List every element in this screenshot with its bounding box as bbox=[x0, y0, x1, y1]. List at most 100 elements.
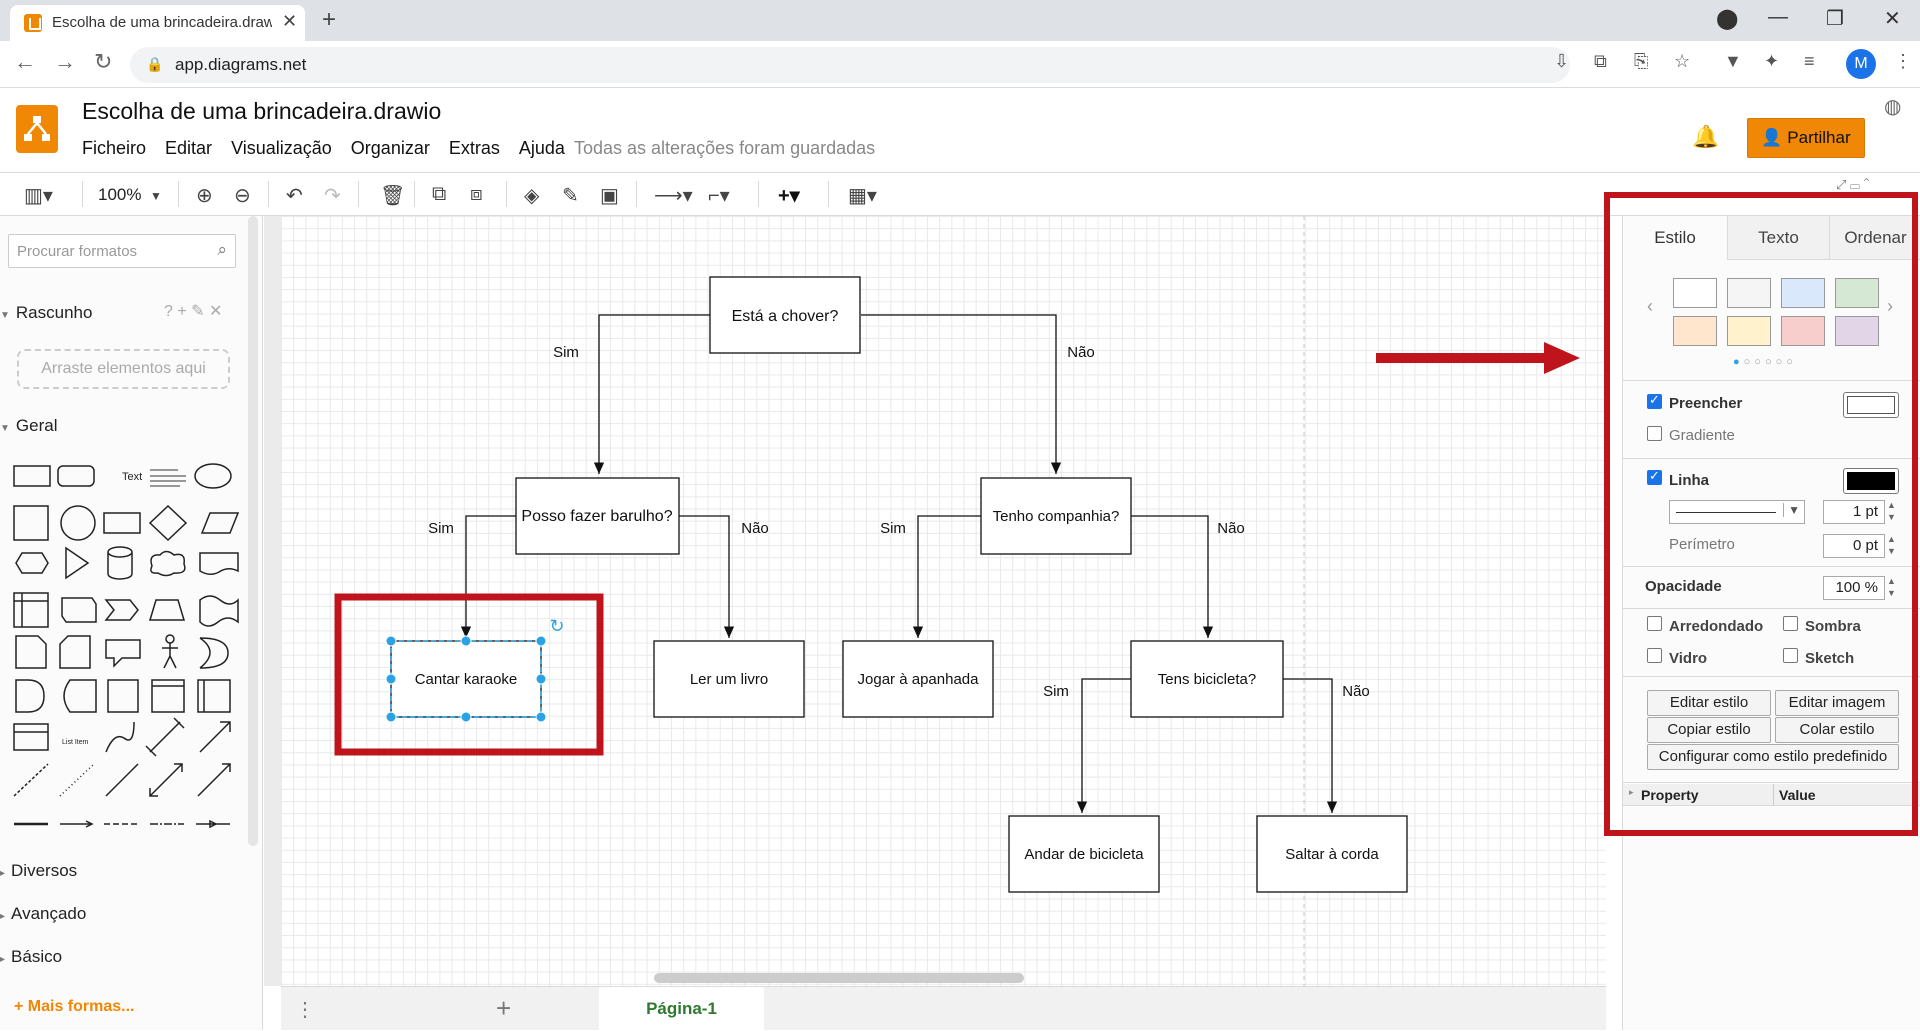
tab-arrange[interactable]: Ordenar bbox=[1829, 216, 1920, 260]
selection-handles[interactable]: ↻ bbox=[385, 616, 565, 723]
shape-textbox[interactable] bbox=[150, 469, 186, 487]
edge-barulho-sim[interactable] bbox=[460, 515, 516, 638]
shape-cloud[interactable] bbox=[150, 550, 186, 577]
perimeter-spinner-icon[interactable]: ▲▼ bbox=[1887, 534, 1896, 556]
sidebar-scrollbar[interactable] bbox=[248, 216, 258, 846]
shape-parallelogram[interactable] bbox=[200, 512, 240, 534]
shape-text[interactable]: Text bbox=[122, 471, 142, 483]
shape-search-input[interactable]: Procurar formatos ⌕ bbox=[8, 234, 236, 268]
to-front-icon[interactable]: ⧉ bbox=[432, 183, 447, 205]
minimize-icon[interactable]: — bbox=[1768, 6, 1788, 28]
shape-card[interactable] bbox=[59, 635, 91, 669]
copy-style-button[interactable]: Copiar estilo bbox=[1647, 717, 1771, 743]
close-tab-icon[interactable]: ✕ bbox=[282, 11, 298, 31]
shape-and[interactable] bbox=[15, 679, 45, 713]
tab-text[interactable]: Texto bbox=[1727, 216, 1829, 260]
node-andar[interactable] bbox=[1008, 815, 1160, 893]
menu-file[interactable]: Ficheiro bbox=[82, 138, 147, 158]
expand-icon[interactable]: ▸ bbox=[1629, 787, 1634, 797]
shape-vertical-container[interactable] bbox=[197, 679, 231, 713]
reading-list-icon[interactable]: ≡ bbox=[1804, 51, 1815, 71]
line-checkbox[interactable] bbox=[1647, 468, 1662, 485]
swatch-next-icon[interactable]: › bbox=[1887, 296, 1893, 316]
user-avatar[interactable]: M bbox=[1846, 49, 1876, 79]
canvas-horizontal-scrollbar[interactable] bbox=[654, 973, 1024, 983]
edit-style-button[interactable]: Editar estilo bbox=[1647, 690, 1771, 716]
document-title[interactable]: Escolha de uma brincadeira.drawio bbox=[82, 98, 442, 124]
menu-view[interactable]: Visualização bbox=[231, 138, 332, 158]
tab-style[interactable]: Estilo bbox=[1623, 216, 1727, 260]
zoom-out-icon[interactable]: ⊖ bbox=[234, 185, 251, 207]
shape-ellipse[interactable] bbox=[194, 463, 232, 489]
basic-section[interactable]: ▸Básico bbox=[0, 947, 62, 967]
line-color-picker[interactable] bbox=[1843, 468, 1899, 494]
shape-cylinder[interactable] bbox=[107, 546, 133, 580]
style-swatch-green[interactable] bbox=[1835, 278, 1879, 308]
line-color-icon[interactable]: ✎ bbox=[562, 185, 579, 207]
swatch-prev-icon[interactable]: ‹ bbox=[1647, 296, 1653, 316]
fill-checkbox[interactable] bbox=[1647, 392, 1662, 409]
node-bicicleta-q[interactable] bbox=[1130, 640, 1284, 718]
shape-or[interactable] bbox=[199, 637, 229, 669]
shape-note[interactable] bbox=[15, 635, 47, 669]
node-livro[interactable] bbox=[653, 640, 805, 718]
fullscreen-icon[interactable]: ⤢ ▭ ⌃ bbox=[1836, 177, 1870, 192]
shape-step[interactable] bbox=[104, 599, 139, 621]
shape-callout[interactable] bbox=[105, 639, 141, 668]
browser-menu-icon[interactable]: ⋮ bbox=[1894, 51, 1912, 71]
edge-root-sim[interactable] bbox=[593, 314, 710, 474]
save-status[interactable]: Todas as alterações foram guardadas bbox=[574, 138, 876, 158]
shape-triangle[interactable] bbox=[65, 546, 90, 580]
misc-section[interactable]: ▸Diversos bbox=[0, 861, 77, 881]
sketch-checkbox[interactable] bbox=[1783, 648, 1798, 663]
menu-arrange[interactable]: Organizar bbox=[350, 138, 430, 158]
new-tab-icon[interactable]: + bbox=[322, 6, 337, 33]
node-barulho[interactable] bbox=[515, 477, 680, 555]
shape-arrow[interactable] bbox=[199, 721, 231, 753]
glass-checkbox[interactable] bbox=[1647, 648, 1662, 663]
edit-image-button[interactable]: Editar imagem bbox=[1775, 690, 1899, 716]
style-swatch-purple[interactable] bbox=[1835, 316, 1879, 346]
extensions-puzzle-icon[interactable]: ✦ bbox=[1764, 51, 1780, 71]
pages-menu-icon[interactable]: ⋮ bbox=[295, 999, 315, 1021]
line-pattern-select[interactable]: ▼ bbox=[1669, 500, 1805, 524]
edge-companhia-sim[interactable] bbox=[912, 515, 981, 638]
page-tab[interactable]: Página-1 bbox=[599, 987, 764, 1031]
fill-color-picker[interactable] bbox=[1843, 392, 1899, 418]
shape-rectangle[interactable] bbox=[13, 465, 51, 487]
to-back-icon[interactable]: ⧈ bbox=[470, 183, 483, 205]
shape-tape[interactable] bbox=[199, 595, 239, 627]
browser-tab[interactable]: Escolha de uma brincadeira.drawio ✕ bbox=[10, 5, 305, 41]
share-page-icon[interactable]: ⎘ bbox=[1634, 51, 1649, 71]
shape-hexagon[interactable] bbox=[15, 552, 49, 574]
shape-block-edge[interactable] bbox=[196, 819, 230, 829]
node-apanhada[interactable] bbox=[842, 640, 994, 718]
style-swatch-blue[interactable] bbox=[1781, 278, 1825, 308]
shape-edge[interactable] bbox=[60, 820, 94, 828]
delete-icon[interactable]: 🗑 bbox=[380, 185, 406, 207]
scratchpad-dropzone[interactable]: Arraste elementos aqui bbox=[17, 349, 230, 389]
shape-diamond[interactable] bbox=[148, 504, 188, 542]
edge-root-nao[interactable] bbox=[861, 314, 1062, 474]
back-icon[interactable]: ← bbox=[14, 49, 36, 74]
menu-help[interactable]: Ajuda bbox=[518, 138, 565, 158]
node-saltar[interactable] bbox=[1256, 815, 1408, 893]
gradient-checkbox[interactable] bbox=[1647, 426, 1662, 441]
edge-bicicleta-sim[interactable] bbox=[1076, 678, 1131, 813]
line-width-spinner-icon[interactable]: ▲▼ bbox=[1887, 500, 1896, 522]
paste-style-button[interactable]: Colar estilo bbox=[1775, 717, 1899, 743]
node-root[interactable] bbox=[709, 276, 861, 354]
scratchpad-tools-icon[interactable]: ? + ✎ ✕ bbox=[164, 303, 223, 320]
edge-bicicleta-nao[interactable] bbox=[1283, 678, 1338, 813]
scratchpad-section[interactable]: ▼Rascunho bbox=[0, 303, 92, 323]
rounded-checkbox[interactable] bbox=[1647, 616, 1662, 631]
zoom-in-icon[interactable]: ⊕ bbox=[196, 185, 213, 207]
opacity-spinner-icon[interactable]: ▲▼ bbox=[1887, 576, 1896, 598]
shape-container[interactable] bbox=[107, 679, 139, 713]
diagram[interactable]: Está a chover? Posso fazer barulho? Tenh… bbox=[281, 216, 1606, 986]
url-field[interactable]: 🔒 app.diagrams.net bbox=[130, 47, 1570, 83]
shape-swimlane[interactable] bbox=[151, 679, 185, 713]
shape-list[interactable] bbox=[13, 723, 49, 751]
shape-bidirectional-arrow[interactable] bbox=[145, 717, 185, 757]
opacity-input[interactable]: 100 % bbox=[1823, 576, 1885, 600]
